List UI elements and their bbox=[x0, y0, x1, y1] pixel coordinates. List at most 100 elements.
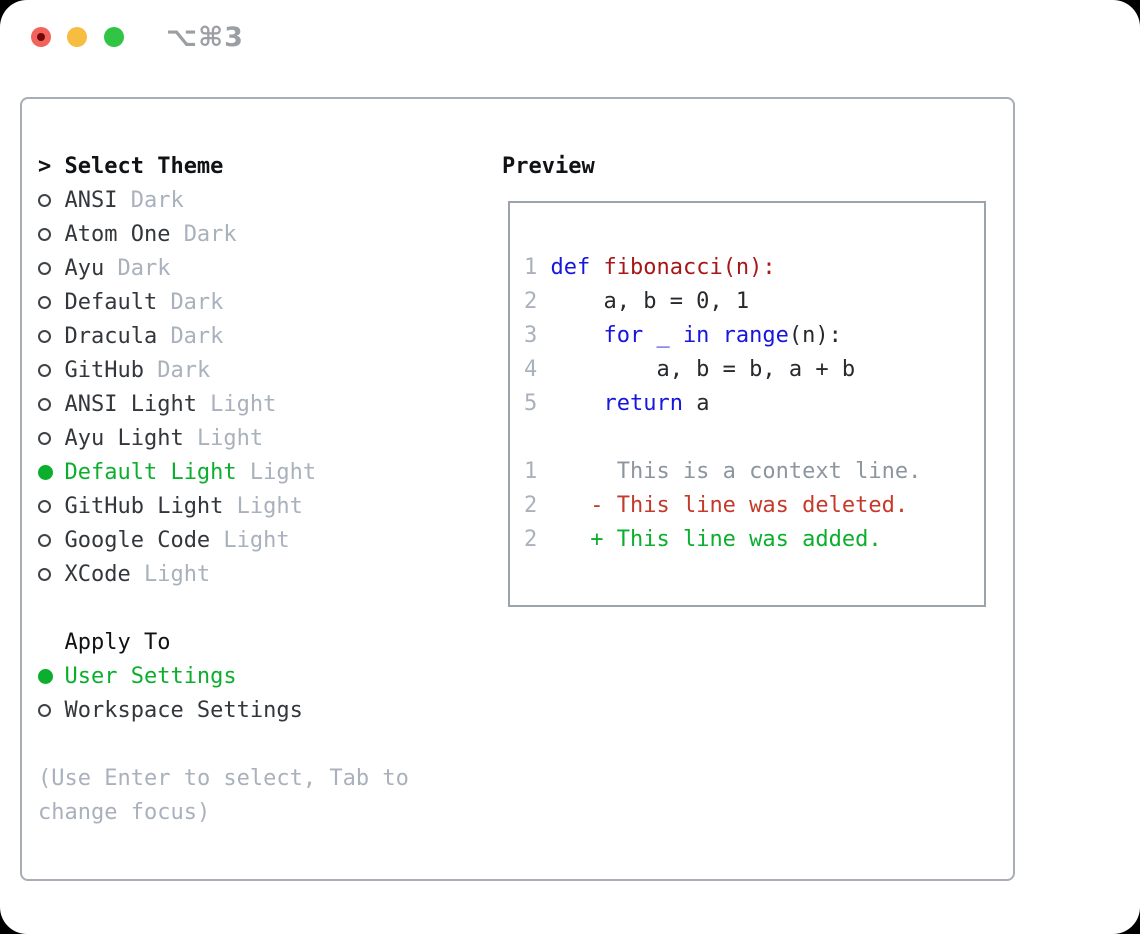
radio-icon bbox=[38, 387, 64, 421]
option-label: Default bbox=[64, 289, 158, 315]
apply-to-header-label: Apply To bbox=[64, 629, 171, 655]
theme-option-11[interactable]: XCode Light bbox=[38, 557, 409, 591]
zoom-button[interactable] bbox=[104, 27, 124, 47]
window-shortcut-label: ⌥⌘3 bbox=[166, 22, 244, 53]
code-line: 5 return a bbox=[524, 387, 984, 421]
option-label: ANSI bbox=[64, 187, 118, 213]
theme-option-4[interactable]: Dracula Dark bbox=[38, 319, 409, 353]
theme-option-3[interactable]: Default Dark bbox=[38, 285, 409, 319]
line-number: 3 bbox=[524, 323, 538, 348]
theme-selector: > Select Theme ANSI Dark Atom One Dark A… bbox=[38, 149, 409, 829]
radio-icon bbox=[38, 421, 64, 455]
option-label: GitHub bbox=[64, 357, 144, 383]
theme-option-10[interactable]: Google Code Light bbox=[38, 523, 409, 557]
line-number: 1 bbox=[524, 459, 538, 484]
code-line: 4 a, b = b, a + b bbox=[524, 353, 984, 387]
theme-options-list: ANSI Dark Atom One Dark Ayu Dark Default… bbox=[38, 183, 409, 591]
line-number: 4 bbox=[524, 357, 538, 382]
code-segment-plain: (n): bbox=[788, 323, 842, 348]
code-segment-plain bbox=[550, 493, 590, 518]
line-number: 2 bbox=[524, 493, 538, 518]
radio-icon bbox=[38, 183, 64, 217]
code-segment-context: This is a context line. bbox=[550, 459, 922, 484]
line-number: 5 bbox=[524, 391, 538, 416]
code-segment-plain: a, b = 0, 1 bbox=[550, 289, 750, 314]
line-number: 2 bbox=[524, 527, 538, 552]
option-variant-label: Dark bbox=[170, 289, 224, 315]
hint-line-2: change focus) bbox=[38, 799, 211, 825]
code-line: 2 + This line was added. bbox=[524, 523, 984, 557]
radio-selected-icon bbox=[38, 659, 64, 693]
preview-section: Preview bbox=[502, 149, 595, 183]
theme-option-5[interactable]: GitHub Dark bbox=[38, 353, 409, 387]
code-segment-deleted: - This line was deleted. bbox=[590, 493, 909, 518]
radio-icon bbox=[38, 353, 64, 387]
close-button[interactable] bbox=[31, 27, 51, 47]
option-label: User Settings bbox=[64, 663, 237, 689]
apply-option-1[interactable]: Workspace Settings bbox=[38, 693, 409, 727]
minimize-button[interactable] bbox=[67, 27, 87, 47]
code-segment-plain bbox=[550, 391, 603, 416]
spacer bbox=[38, 591, 409, 625]
line-number: 2 bbox=[524, 289, 538, 314]
apply-to-header: Apply To bbox=[38, 625, 409, 659]
code-line: 3 for _ in range(n): bbox=[524, 319, 984, 353]
code-segment-keyword: def bbox=[550, 255, 591, 280]
code-line bbox=[524, 421, 984, 455]
radio-icon bbox=[38, 693, 64, 727]
titlebar: ⌥⌘3 bbox=[0, 0, 1140, 76]
theme-option-2[interactable]: Ayu Dark bbox=[38, 251, 409, 285]
line-number: 1 bbox=[524, 255, 538, 280]
code-segment-added: + This line was added. bbox=[590, 527, 882, 552]
apply-header-indent bbox=[38, 625, 64, 659]
radio-icon bbox=[38, 319, 64, 353]
radio-icon bbox=[38, 285, 64, 319]
code-line: 2 - This line was deleted. bbox=[524, 489, 984, 523]
preview-code-box: 1 def fibonacci(n): 2 a, b = 0, 1 3 for _… bbox=[508, 201, 986, 607]
radio-selected-icon bbox=[38, 455, 64, 489]
code-segment-plain bbox=[550, 527, 590, 552]
option-variant-label: Dark bbox=[130, 187, 184, 213]
option-variant-label: Light bbox=[236, 493, 303, 519]
option-label: Ayu bbox=[64, 255, 105, 281]
code-segment-plain: a, b = b, a + b bbox=[550, 357, 856, 382]
option-label: XCode bbox=[64, 561, 131, 587]
theme-option-9[interactable]: GitHub Light Light bbox=[38, 489, 409, 523]
hint-line-1: (Use Enter to select, Tab to bbox=[38, 765, 409, 791]
option-label: Workspace Settings bbox=[64, 697, 303, 723]
code-line: 1 This is a context line. bbox=[524, 455, 984, 489]
theme-list-header-label: Select Theme bbox=[64, 153, 224, 179]
radio-icon bbox=[38, 557, 64, 591]
radio-icon bbox=[38, 251, 64, 285]
option-label: ANSI Light bbox=[64, 391, 197, 417]
code-line: 1 def fibonacci(n): bbox=[524, 251, 984, 285]
theme-option-6[interactable]: ANSI Light Light bbox=[38, 387, 409, 421]
option-variant-label: Light bbox=[223, 527, 290, 553]
theme-list-header: > Select Theme bbox=[38, 149, 409, 183]
theme-option-7[interactable]: Ayu Light Light bbox=[38, 421, 409, 455]
option-variant-label: Light bbox=[143, 561, 211, 587]
option-label: GitHub Light bbox=[64, 493, 224, 519]
option-variant-label: Dark bbox=[170, 323, 224, 349]
apply-option-0[interactable]: User Settings bbox=[38, 659, 409, 693]
option-label: Atom One bbox=[64, 221, 171, 247]
preview-title-label: Preview bbox=[502, 153, 595, 179]
theme-option-1[interactable]: Atom One Dark bbox=[38, 217, 409, 251]
option-variant-label: Dark bbox=[117, 255, 171, 281]
code-segment-function: fibonacci(n): bbox=[603, 255, 776, 280]
theme-option-0[interactable]: ANSI Dark bbox=[38, 183, 409, 217]
theme-option-8[interactable]: Default Light Light bbox=[38, 455, 409, 489]
option-variant-label: Light bbox=[196, 425, 264, 451]
option-label: Dracula bbox=[64, 323, 158, 349]
code-preview: 1 def fibonacci(n): 2 a, b = 0, 1 3 for _… bbox=[510, 203, 984, 557]
apply-options-list: User Settings Workspace Settings bbox=[38, 659, 409, 727]
option-label: Ayu Light bbox=[64, 425, 184, 451]
radio-icon bbox=[38, 489, 64, 523]
focus-caret-icon: > bbox=[38, 153, 52, 179]
code-segment-keyword: for _ in range bbox=[603, 323, 789, 348]
option-label: Default Light bbox=[64, 459, 237, 485]
option-variant-label: Dark bbox=[157, 357, 211, 383]
option-variant-label: Light bbox=[210, 391, 277, 417]
spacer bbox=[38, 727, 409, 761]
